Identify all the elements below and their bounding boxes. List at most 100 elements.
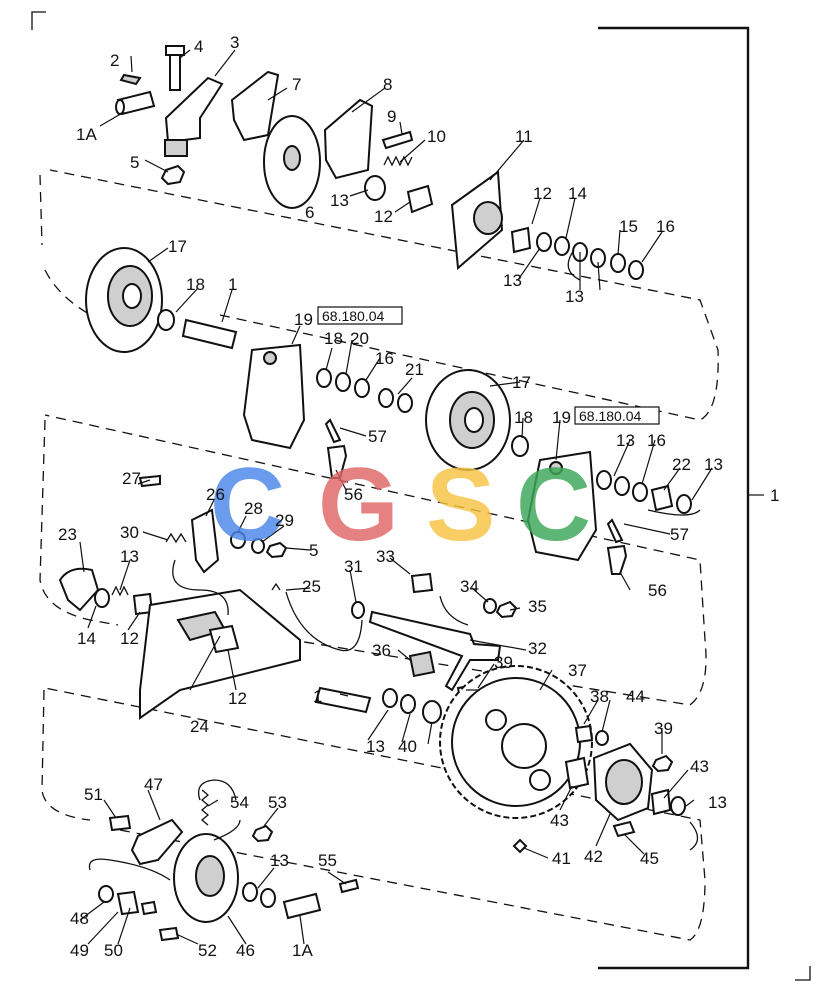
part-housing-right-boss [549, 461, 563, 475]
part-washer-44 [595, 730, 609, 746]
part-bearing-21a [378, 388, 394, 408]
part-nut-53 [251, 824, 274, 843]
label-37: 37 [568, 661, 587, 680]
part-lever-47 [130, 818, 184, 866]
part-washer-20 [335, 372, 351, 392]
part-pin-57 [324, 418, 342, 444]
label-52: 52 [198, 941, 217, 960]
part-sprocket-left-bore [122, 283, 142, 309]
label-32: 32 [528, 639, 547, 658]
label-13-g: 13 [366, 737, 385, 756]
label-5-top: 5 [130, 153, 139, 172]
reference-text-a: 68.180.04 [322, 308, 384, 324]
part-ring-13 [364, 175, 386, 201]
label-13-i: 13 [270, 851, 289, 870]
label-42: 42 [584, 847, 603, 866]
part-washer-14 [94, 588, 110, 608]
part-spring-54 [200, 789, 210, 826]
label-22: 22 [672, 455, 691, 474]
label-39-b: 39 [654, 719, 673, 738]
part-bushing-43a [564, 756, 590, 790]
part-bushing-12c [208, 624, 240, 654]
part-hub-42-center [605, 759, 643, 805]
label-13-a: 13 [330, 191, 349, 210]
part-nut [160, 164, 186, 186]
label-46: 46 [236, 941, 255, 960]
label-45: 45 [640, 849, 659, 868]
reference-box-a-frame [317, 306, 403, 325]
part-washer-40 [422, 700, 442, 724]
label-17-a: 17 [168, 237, 187, 256]
label-13-d: 13 [616, 431, 635, 450]
part-nut-39 [651, 754, 674, 773]
label-16-a: 16 [656, 217, 675, 236]
part-pin-56 [326, 444, 348, 479]
label-56-a: 56 [344, 485, 363, 504]
group-boundary-3 [41, 687, 706, 941]
label-5-b: 5 [309, 541, 318, 560]
part-pin-9 [381, 130, 414, 150]
label-38: 38 [590, 687, 609, 706]
label-13-e: 13 [704, 455, 723, 474]
group-boundary-2 [39, 414, 707, 706]
leader-lines [79, 49, 713, 945]
part-housing-right [526, 450, 598, 562]
part-washer-13m [596, 470, 612, 490]
part-bolt-27 [138, 474, 161, 488]
part-pin-51 [108, 814, 132, 832]
part-pin-1a-b [282, 892, 322, 920]
watermark: C G S C [210, 447, 591, 563]
part-roller-31 [351, 601, 365, 619]
assembly-bracket [598, 26, 750, 970]
label-19-a: 19 [294, 310, 313, 329]
label-55: 55 [318, 851, 337, 870]
label-29: 29 [275, 511, 294, 530]
part-spring-13 [111, 585, 129, 597]
part-spring-10 [383, 155, 413, 167]
group-boundary-1 [39, 169, 719, 421]
reference-box-a: 68.180.04 [317, 306, 403, 325]
watermark-letter-c: C [210, 447, 285, 563]
part-gear-37-bore [501, 723, 547, 769]
part-gear-37-hole-a [485, 709, 507, 731]
part-tab-45 [612, 820, 636, 838]
reference-box-b: 68.180.04 [574, 406, 660, 425]
part-nut-5 [265, 541, 288, 559]
part-bushing-49 [116, 890, 140, 916]
part-pulley-hub [283, 145, 301, 171]
label-13-f: 13 [120, 547, 139, 566]
label-13-h: 13 [708, 793, 727, 812]
part-bracket-8 [323, 98, 374, 180]
part-fitting-41 [512, 838, 528, 854]
part-pin-50 [140, 900, 158, 916]
label-53: 53 [268, 793, 287, 812]
label-41: 41 [552, 849, 571, 868]
reference-box-b-frame [574, 406, 660, 425]
part-gear-37-hole-b [529, 769, 551, 791]
part-washer-a [536, 232, 552, 252]
label-12-b: 12 [533, 184, 552, 203]
part-bushing-12 [406, 184, 434, 214]
label-1-a: 1 [228, 275, 237, 294]
label-30: 30 [120, 523, 139, 542]
label-18-c: 18 [514, 408, 533, 427]
label-16-b: 16 [375, 349, 394, 368]
label-19-b: 19 [552, 408, 571, 427]
label-50: 50 [104, 941, 123, 960]
part-spring-30 [165, 532, 187, 544]
part-washer-29 [251, 538, 265, 554]
part-washer-13b2 [400, 694, 416, 714]
label-17-b: 17 [512, 373, 531, 392]
part-pin-57b [606, 518, 624, 544]
label-1a-top: 1A [76, 125, 97, 144]
label-27: 27 [122, 469, 141, 488]
label-7: 7 [292, 75, 301, 94]
part-cam-46-hub [195, 855, 225, 897]
label-48: 48 [70, 909, 89, 928]
label-57-a: 57 [368, 427, 387, 446]
label-47: 47 [144, 775, 163, 794]
part-plate-7 [230, 70, 280, 142]
label-16-c: 16 [647, 431, 666, 450]
part-fitting-25 [271, 582, 281, 591]
